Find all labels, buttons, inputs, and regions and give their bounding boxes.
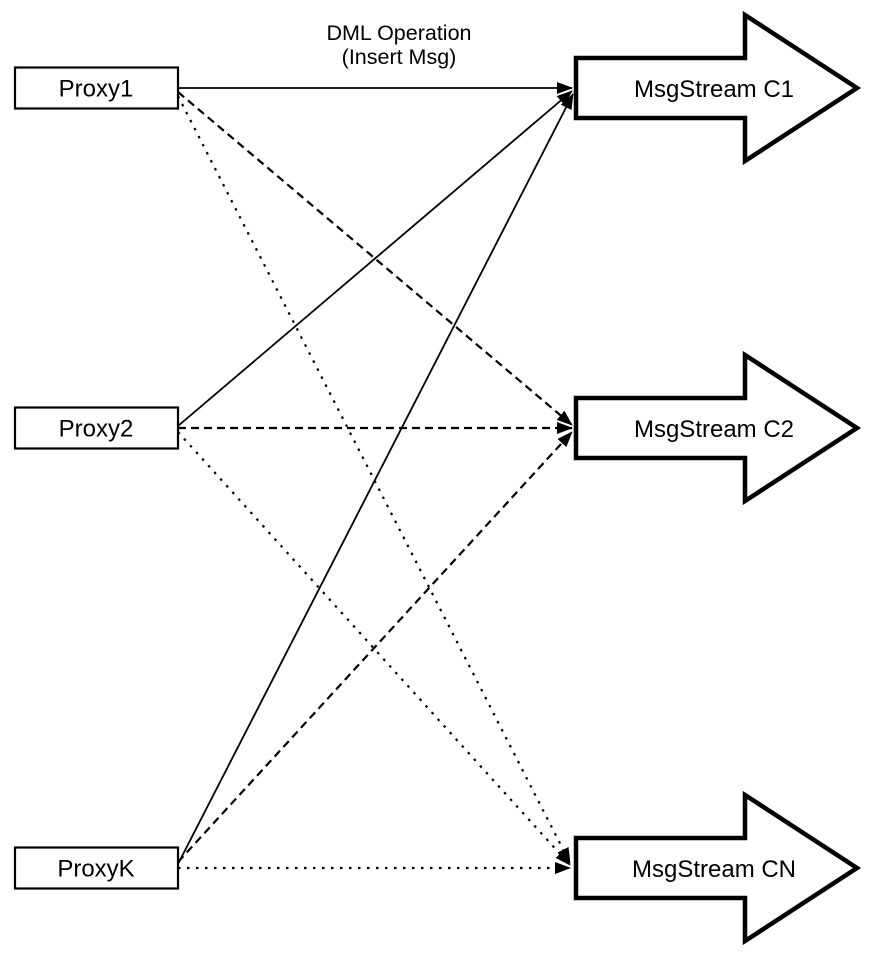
connection-proxyk-to-c1 bbox=[177, 93, 574, 865]
proxy2-box bbox=[13, 406, 180, 450]
proxy2-node: Proxy2 bbox=[13, 406, 180, 450]
msgstream-cn-arrow-shape bbox=[573, 790, 862, 946]
msgstream-cn-label: MsgStream CN bbox=[632, 856, 796, 883]
proxy1-box bbox=[13, 66, 180, 110]
connection-proxy2-to-c1 bbox=[177, 90, 573, 427]
proxy2-label: Proxy2 bbox=[59, 416, 134, 443]
connection-proxy1-to-c2 bbox=[177, 91, 573, 426]
msgstream-c1-label: MsgStream C1 bbox=[634, 76, 794, 103]
msgstream-c2-arrow-shape bbox=[573, 350, 862, 506]
proxy1-node: Proxy1 bbox=[13, 66, 180, 110]
diagram-title-line2: (Insert Msg) bbox=[342, 45, 457, 69]
msgstream-c1-node: MsgStream C1 bbox=[573, 10, 862, 166]
msgstream-c1-arrow-shape bbox=[573, 10, 862, 166]
msgstream-cn-node: MsgStream CN bbox=[573, 790, 862, 946]
proxyk-label: ProxyK bbox=[57, 856, 134, 883]
connection-proxyk-to-c2 bbox=[177, 431, 573, 863]
diagram-title-line1: DML Operation bbox=[327, 21, 472, 45]
proxyk-node: ProxyK bbox=[13, 846, 180, 890]
proxy1-label: Proxy1 bbox=[59, 76, 134, 103]
msgstream-c2-node: MsgStream C2 bbox=[573, 350, 862, 506]
connection-proxy2-to-cn bbox=[177, 431, 571, 866]
proxyk-box bbox=[13, 846, 180, 890]
msgstream-c2-label: MsgStream C2 bbox=[634, 416, 794, 443]
